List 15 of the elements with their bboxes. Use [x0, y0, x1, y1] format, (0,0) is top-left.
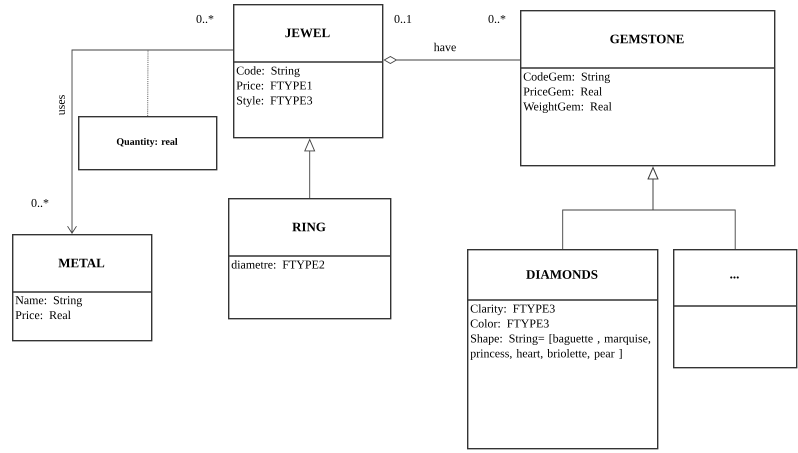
multiplicity-label: 0..*: [32, 198, 48, 208]
class-box: RING diametre: FTYPE2: [228, 198, 392, 320]
edge-label: have: [432, 42, 458, 52]
class-box: ...: [673, 249, 798, 368]
multiplicity-label: 0..1: [394, 14, 412, 24]
class-box: DIAMONDS Clarity: FTYPE3 Color: FTYPE3 Shape: String= [baguette , marquise, princess, heart, briolette, pear ]: [467, 249, 658, 450]
arrow: [67, 50, 234, 234]
class-box: METAL Name: String Price: Real: [12, 234, 152, 342]
association-class-box: Quantity: real: [78, 116, 218, 170]
class-box: GEMSTONE CodeGem: String PriceGem: Real WeightGem: Real: [520, 10, 776, 166]
edge-label: uses: [58, 94, 66, 116]
class-box: JEWEL Code: String Price: FTYPE1 Style: FTYPE3: [233, 4, 384, 138]
connector: [147, 50, 148, 116]
multiplicity-label: 0..*: [196, 14, 214, 24]
multiplicity-label: 0..*: [488, 14, 506, 24]
